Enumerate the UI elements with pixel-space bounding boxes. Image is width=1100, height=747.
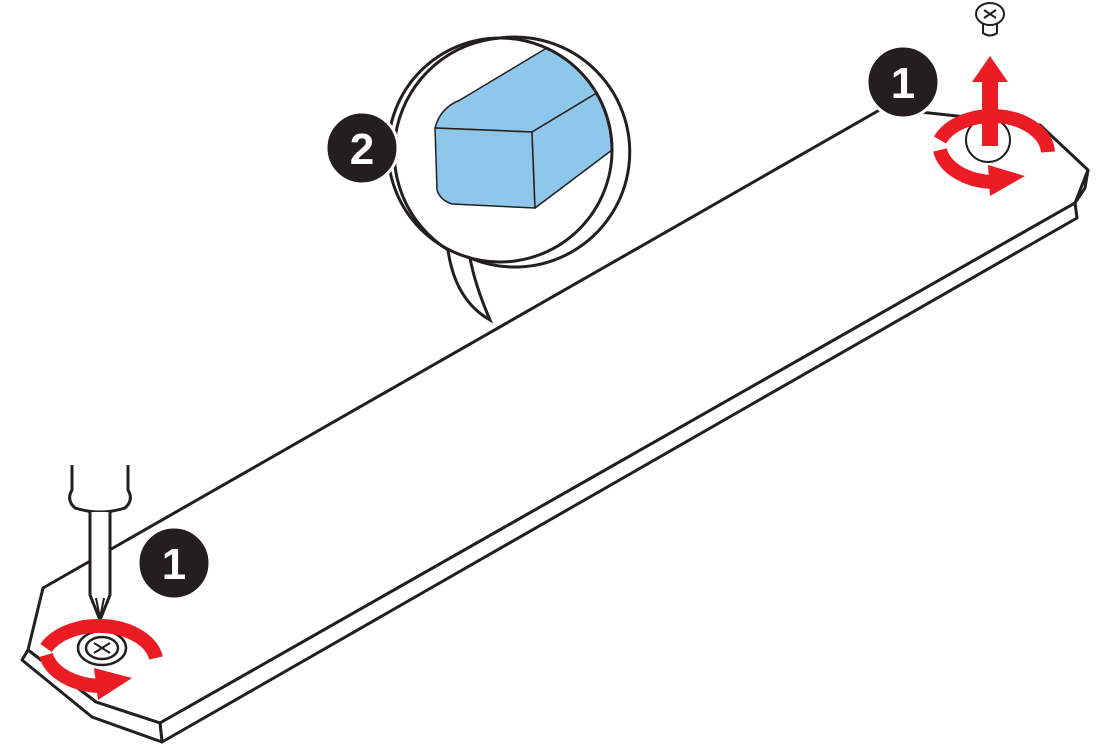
- step-number-1-right: 1: [891, 59, 915, 108]
- step-badge-1-left: 1: [136, 525, 212, 601]
- screw-cross: [983, 9, 997, 19]
- rotate-arrow-icon-left: [39, 618, 163, 693]
- screwdriver-handle: [68, 465, 132, 514]
- rotate-arrow-icon-right: [933, 108, 1055, 189]
- screw-icon-left: [76, 629, 128, 667]
- thermal-pad-callout: [386, 35, 632, 324]
- step-number-1-left: 1: [162, 540, 186, 589]
- step-badge-2: 2: [324, 110, 400, 186]
- step-badge-1-right: 1: [865, 44, 941, 120]
- rotate-arrowhead-right: [988, 165, 1025, 196]
- up-arrow-icon: [972, 56, 1008, 146]
- screwdriver-tip: [95, 597, 105, 619]
- step-number-2: 2: [350, 125, 374, 174]
- heatsink-right-chamfer: [1073, 169, 1090, 204]
- rotate-arrowhead-left: [94, 668, 132, 700]
- screwdriver-icon: [68, 465, 132, 625]
- screw-icon: [975, 2, 1005, 37]
- thermal-pad-side: [531, 87, 612, 209]
- thermal-pad-front: [434, 127, 536, 209]
